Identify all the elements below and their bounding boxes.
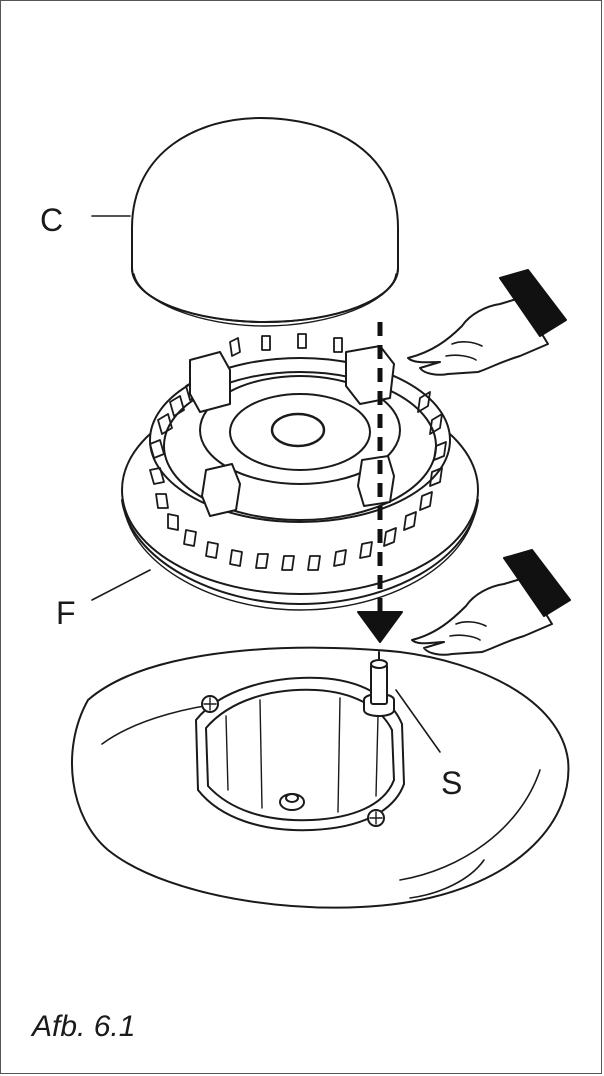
flame-spreader — [121, 333, 479, 611]
label-spark-plug: S — [441, 765, 463, 801]
insertion-arrow — [357, 322, 403, 643]
leader-line-f — [91, 569, 151, 601]
screw — [367, 809, 385, 827]
leader-line-s — [395, 689, 441, 753]
burner-cap — [131, 117, 399, 327]
figure-caption: Afb. 6.1 — [32, 1010, 136, 1043]
burner-cup — [195, 676, 405, 832]
screw — [201, 695, 219, 713]
label-cap: C — [40, 202, 64, 238]
pointing-hand-icon — [411, 549, 571, 656]
pointing-hand-icon — [407, 269, 567, 376]
spark-plug — [363, 651, 395, 717]
label-flame-spreader: F — [56, 595, 76, 631]
